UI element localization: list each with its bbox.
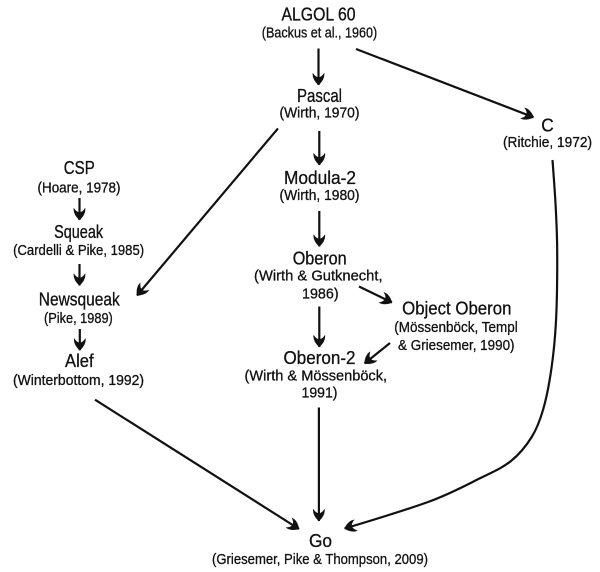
svg-text:Alef: Alef (65, 351, 94, 371)
svg-text:Squeak: Squeak (54, 222, 104, 242)
svg-text:(Cardelli & Pike, 1985): (Cardelli & Pike, 1985) (13, 243, 144, 259)
svg-text:(Griesemer, Pike & Thompson, 2: (Griesemer, Pike & Thompson, 2009) (212, 552, 428, 568)
svg-text:(Winterbottom, 1992): (Winterbottom, 1992) (13, 373, 144, 389)
svg-text:Newsqueak: Newsqueak (39, 289, 121, 309)
svg-text:ALGOL 60: ALGOL 60 (282, 5, 356, 25)
svg-text:(Wirth, 1980): (Wirth, 1980) (280, 188, 360, 204)
svg-text:(Ritchie, 1972): (Ritchie, 1972) (503, 135, 592, 151)
svg-text:C: C (541, 116, 554, 136)
svg-text:Object Oberon: Object Oberon (402, 299, 511, 319)
svg-text:Oberon: Oberon (293, 249, 347, 269)
svg-text:1991): 1991) (302, 386, 338, 402)
svg-text:1986): 1986) (302, 287, 339, 303)
svg-text:(Backus et al., 1960): (Backus et al., 1960) (262, 26, 377, 42)
svg-text:(Mössenböck, Templ: (Mössenböck, Templ (394, 320, 518, 336)
svg-text:& Griesemer, 1990): & Griesemer, 1990) (398, 338, 515, 354)
svg-text:CSP: CSP (64, 158, 95, 178)
svg-text:(Wirth & Mössenböck,: (Wirth & Mössenböck, (245, 369, 388, 385)
svg-text:Modula-2: Modula-2 (284, 168, 356, 188)
svg-text:Pascal: Pascal (297, 86, 342, 106)
svg-text:(Pike, 1989): (Pike, 1989) (44, 311, 113, 327)
svg-text:(Wirth & Gutknecht,: (Wirth & Gutknecht, (254, 269, 383, 285)
svg-text:(Hoare, 1978): (Hoare, 1978) (38, 180, 121, 196)
svg-text:Oberon-2: Oberon-2 (284, 348, 356, 368)
svg-text:Go: Go (309, 531, 332, 551)
svg-text:(Wirth, 1970): (Wirth, 1970) (280, 106, 360, 122)
